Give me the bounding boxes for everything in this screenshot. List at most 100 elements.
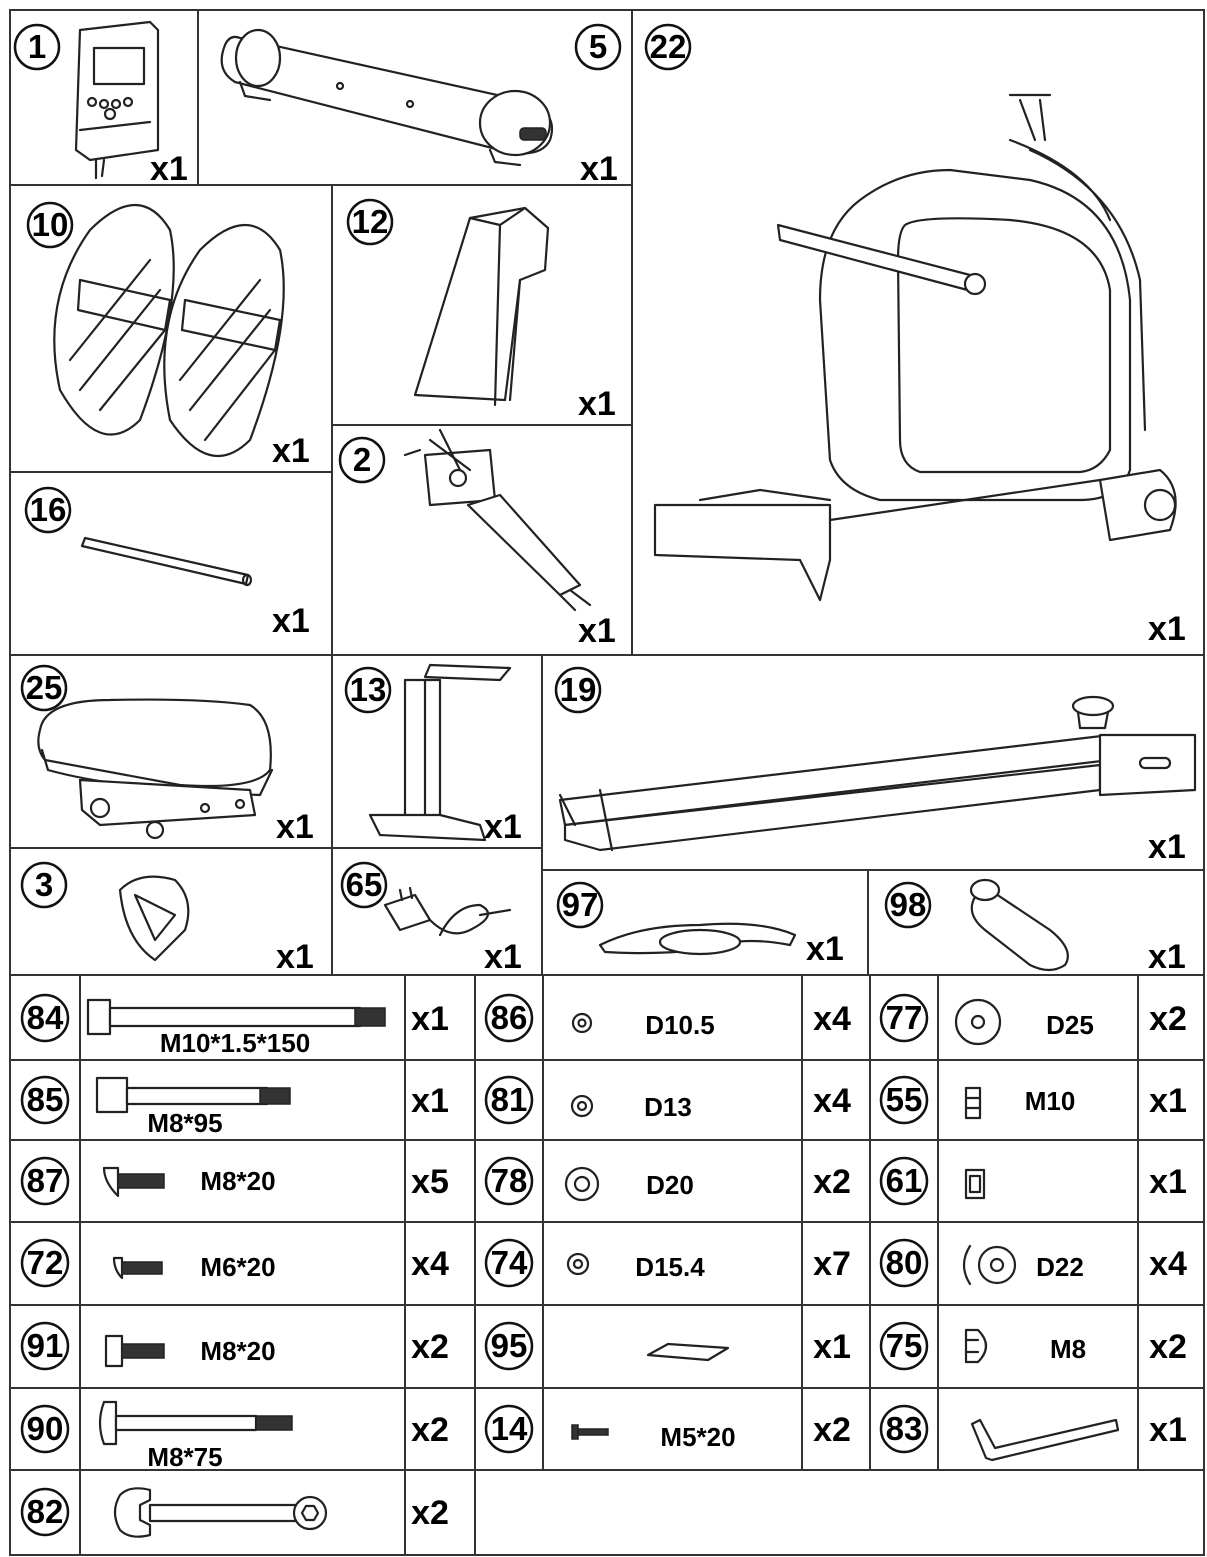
plate-icon <box>646 1342 730 1362</box>
hw-number-61-circle <box>879 1156 929 1206</box>
hw-number-82-circle <box>20 1487 70 1537</box>
hw-qty-95: x1 <box>813 1328 851 1366</box>
part-qty-3: x1 <box>276 938 314 976</box>
part-number-65: 65 <box>346 866 383 903</box>
part-number-19: 19 <box>560 671 597 708</box>
hw-qty-74: x7 <box>813 1245 851 1283</box>
hw-spec-87: M8*20 <box>200 1166 275 1196</box>
wrench-icon <box>113 1487 328 1538</box>
washer-small-icon <box>566 1252 590 1276</box>
part-number-3: 3 <box>35 866 53 903</box>
hw-spec-72: M6*20 <box>200 1252 275 1282</box>
hw-number-95-circle <box>484 1321 534 1371</box>
part-number-1: 1 <box>28 28 46 65</box>
hw-qty-78: x2 <box>813 1163 851 1201</box>
hw-number-87: 87 <box>27 1162 64 1199</box>
hw-number-86-circle <box>484 993 534 1043</box>
washer-small-icon <box>570 1094 594 1118</box>
part-number-16: 16 <box>30 491 67 528</box>
hw-number-84: 84 <box>27 999 64 1036</box>
part-number-19-circle <box>554 666 602 714</box>
allen-key-icon <box>970 1418 1120 1462</box>
part-number-12: 12 <box>352 203 389 240</box>
hw-qty-90: x2 <box>411 1411 449 1449</box>
part-number-5: 5 <box>589 28 607 65</box>
part-qty-16: x1 <box>272 602 310 640</box>
hw-number-55: 55 <box>886 1081 923 1118</box>
hw-qty-80: x4 <box>1149 1245 1187 1283</box>
label-layer: 1x15x122x110x112x12x116x125x113x119x13x1… <box>13 23 1187 1537</box>
part-number-2: 2 <box>353 441 371 478</box>
hw-qty-55: x1 <box>1149 1082 1187 1120</box>
hw-qty-61: x1 <box>1149 1163 1187 1201</box>
hw-number-77-circle <box>879 993 929 1043</box>
hw-number-61: 61 <box>886 1162 923 1199</box>
hw-spec-75: M8 <box>1050 1334 1086 1364</box>
hw-spec-91: M8*20 <box>200 1336 275 1366</box>
slide-rail-icon <box>558 695 1197 852</box>
part-number-12-circle <box>346 198 394 246</box>
screw-tiny-icon <box>571 1424 609 1440</box>
bottle-icon <box>969 878 1069 972</box>
washer-large-icon <box>954 998 1002 1046</box>
hw-qty-91: x2 <box>411 1328 449 1366</box>
part-number-98-circle <box>884 881 932 929</box>
seat-icon <box>37 698 274 840</box>
hw-number-80-circle <box>879 1238 929 1288</box>
part-number-3-circle <box>20 861 68 909</box>
hw-qty-86: x4 <box>813 1000 851 1038</box>
part-number-97: 97 <box>562 886 599 923</box>
hw-number-85-circle <box>20 1075 70 1125</box>
hw-number-81-circle <box>484 1075 534 1125</box>
hw-number-78: 78 <box>491 1162 528 1199</box>
hw-spec-55: M10 <box>1025 1086 1076 1116</box>
hw-number-72: 72 <box>27 1244 64 1281</box>
hw-number-77: 77 <box>886 999 923 1036</box>
hw-number-75-circle <box>879 1321 929 1371</box>
part-qty-97: x1 <box>806 930 844 968</box>
hw-number-91-circle <box>20 1321 70 1371</box>
part-number-98: 98 <box>890 886 927 923</box>
hw-number-80: 80 <box>886 1244 923 1281</box>
part-qty-1: x1 <box>150 150 188 188</box>
part-qty-5: x1 <box>580 150 618 188</box>
hw-spec-85: M8*95 <box>147 1108 222 1138</box>
hw-spec-14: M5*20 <box>660 1422 735 1452</box>
hw-qty-84: x1 <box>411 1000 449 1038</box>
hw-spec-86: D10.5 <box>645 1010 714 1040</box>
hw-number-14-circle <box>484 1404 534 1454</box>
grid-lines <box>9 9 1205 1556</box>
round-head-screw-icon <box>102 1166 165 1198</box>
hw-number-86: 86 <box>491 999 528 1036</box>
part-number-2-circle <box>338 436 386 484</box>
part-number-5-circle <box>574 23 622 71</box>
cover-icon <box>413 206 550 407</box>
part-number-25-circle <box>20 664 68 712</box>
part-number-1-circle <box>13 23 61 71</box>
hw-spec-90: M8*75 <box>147 1442 222 1472</box>
nyloc-nut-icon <box>964 1168 986 1200</box>
hw-qty-75: x2 <box>1149 1328 1187 1366</box>
main-frame-icon <box>653 93 1177 602</box>
washer-medium-icon <box>564 1166 600 1202</box>
axle-rod-icon <box>80 536 253 587</box>
part-number-22-circle <box>644 23 692 71</box>
part-number-65-circle <box>340 861 388 909</box>
hw-number-95: 95 <box>491 1327 528 1364</box>
hw-qty-87: x5 <box>411 1163 449 1201</box>
part-number-13-circle <box>344 666 392 714</box>
hw-spec-84: M10*1.5*150 <box>160 1028 310 1058</box>
part-number-16-circle <box>24 486 72 534</box>
hw-number-83: 83 <box>886 1410 923 1447</box>
washer-small-icon <box>571 1012 593 1034</box>
part-number-13: 13 <box>350 671 387 708</box>
nut-icon <box>964 1086 982 1120</box>
part-qty-12: x1 <box>578 385 616 423</box>
hw-qty-77: x2 <box>1149 1000 1187 1038</box>
hw-qty-14: x2 <box>813 1411 851 1449</box>
carriage-bolt-icon <box>98 1400 293 1446</box>
hw-number-81: 81 <box>491 1081 528 1118</box>
hw-number-75: 75 <box>886 1327 923 1364</box>
power-adapter-icon <box>383 886 512 937</box>
